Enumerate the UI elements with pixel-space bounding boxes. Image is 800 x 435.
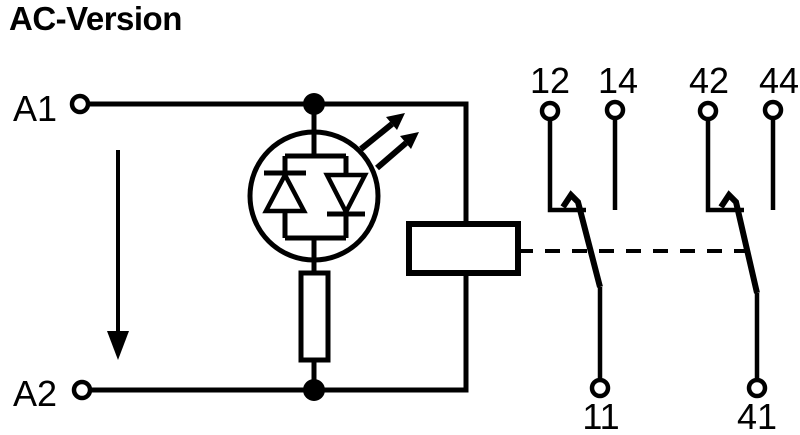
terminal-14-label: 14: [598, 60, 638, 101]
terminal-a2-label: A2: [13, 373, 57, 414]
contact-11-12-14: [539, 99, 626, 399]
terminal-41-label: 41: [737, 396, 777, 435]
terminal-11-circle: [589, 377, 611, 399]
terminal-12-label: 12: [530, 60, 570, 101]
terminal-44-label: 44: [759, 60, 799, 101]
wire-12: [547, 119, 586, 213]
terminal-12-circle: [539, 100, 561, 122]
wire-a1-rail: [88, 101, 469, 224]
arrow-down-head: [107, 331, 129, 360]
terminal-a2-circle: [71, 379, 93, 401]
terminal-42-label: 42: [689, 60, 729, 101]
terminal-a1-label: A1: [13, 88, 57, 129]
diode-right-triangle: [323, 172, 369, 217]
junction-dot-top: [303, 93, 325, 115]
wire-a2-rail: [90, 273, 469, 393]
terminal-11-label: 11: [582, 396, 619, 435]
led-circle: [247, 129, 381, 263]
page-title: AC-Version: [9, 0, 182, 37]
led-indicator: [247, 129, 381, 263]
relay-coil: [406, 221, 521, 276]
contact-41-42-44: [697, 99, 784, 399]
junction-dot-bottom: [303, 379, 325, 401]
terminal-42-circle: [697, 100, 719, 122]
terminal-44-circle: [762, 99, 784, 121]
wire-42: [705, 119, 744, 213]
terminal-14-circle: [604, 99, 626, 121]
resistor: [298, 270, 331, 363]
contact-blade-right: [718, 190, 760, 294]
terminal-a1-circle: [69, 93, 91, 115]
contact-blade-left: [560, 190, 603, 288]
terminal-41-circle: [746, 377, 768, 399]
light-emission-arrows: [359, 113, 419, 171]
current-direction-arrow: [107, 150, 129, 360]
diode-left-triangle: [262, 170, 308, 214]
